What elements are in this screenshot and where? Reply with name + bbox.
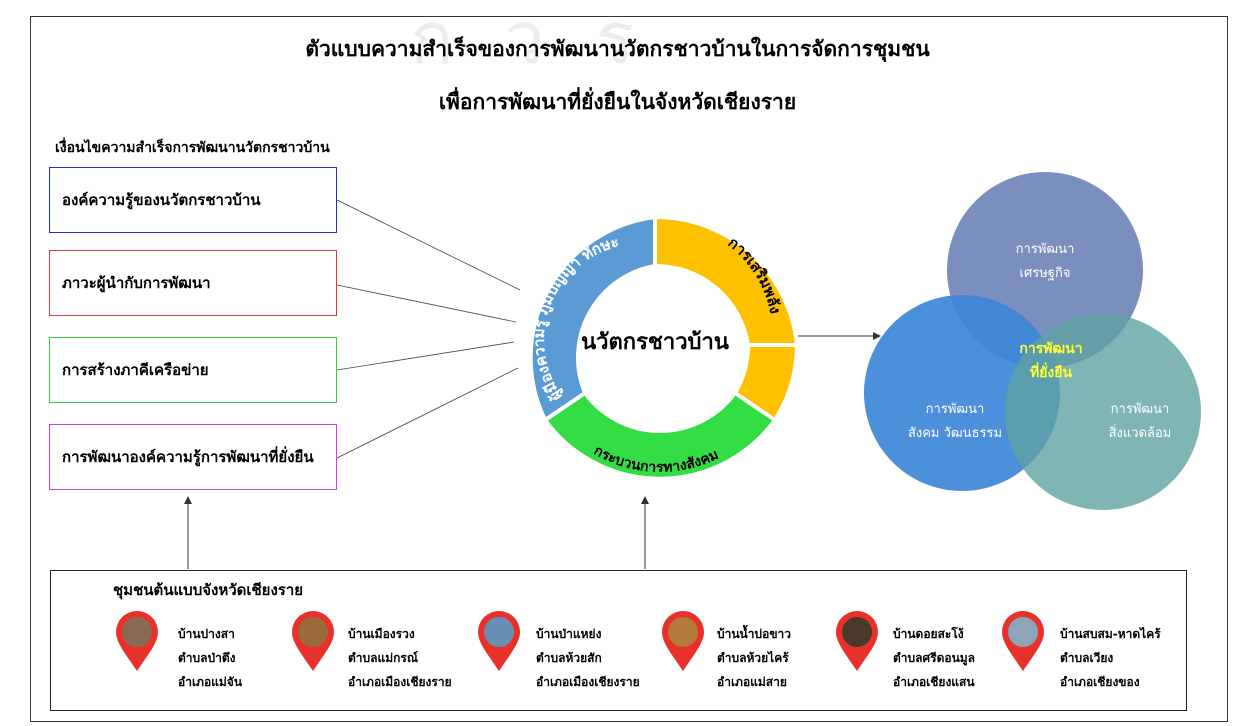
ring-segment-social-process [542,343,800,481]
connector-knowledge [336,199,521,291]
communities-box [50,570,1187,711]
ring-segment-knowledge-holders [528,214,657,423]
connector-sustainable [336,367,519,459]
community-pangsa: บ้านปางสา ตำบลป่าตึง อำเภอแม่จัน [178,627,243,689]
diagram-title-line-1: ตัวแบบความสำเร็จของการพัฒนานวัตกรชาวบ้าน… [305,37,930,61]
connector-network [336,341,515,371]
ring-segment-empowerment [653,214,800,347]
location-pin-icon [116,611,158,671]
location-pin-icon [292,611,334,671]
ring-segment-empowerment-lower [732,343,800,423]
ring-center-label: นวัตกรชาวบ้าน [581,330,729,355]
community-doi-sa-ngo: บ้านดอยสะโง้ ตำบลศรีดอนมูล อำเภอเชียงแสน [893,627,976,689]
venn-circle-environment [1005,314,1201,510]
community-mueang-ruang: บ้านเมืองรวง ตำบลแม่กรณ์ อำเภอเมืองเชียง… [348,627,452,689]
location-pin-icon [478,611,520,671]
community-sop-som-hat-khrai: บ้านสบสม-หาดไคร้ ตำบลเวียง อำเภอเชียงของ [1060,627,1161,689]
venn-label-environment: การพัฒนาสิ่งแวดล้อม [1108,402,1172,441]
venn-label-social: การพัฒนาสังคม วัฒนธรรม [907,402,1003,441]
diagram-frame [30,16,1228,722]
condition-box-leadership: ภาวะผู้นำกับการพัฒนา [49,250,337,316]
location-pin-icon [836,611,878,671]
community-nam-bo-khao: บ้านน้ำบ่อขาว ตำบลห้วยไคร้ อำเภอแม่สาย [717,627,792,689]
conditions-heading: เงื่อนไขความสำเร็จการพัฒนานวัตกรชาวบ้าน [55,140,330,156]
connector-leadership [336,284,517,323]
diagram-title-line-2: เพื่อการพัฒนาที่ยั่งยืนในจังหวัดเชียงราย [438,90,797,114]
condition-box-sustainable-knowledge: การพัฒนาองค์ความรู้การพัฒนาที่ยั่งยืน [49,424,337,490]
community-pa-yaeng: บ้านป่าแหย่ง ตำบลห้วยสัก อำเภอเมืองเชียง… [536,627,640,689]
location-pin-icon [662,611,704,671]
location-pin-icon [1002,611,1044,671]
communities-heading: ชุมชนต้นแบบจังหวัดเชียงราย [113,581,304,599]
condition-box-network: การสร้างภาคีเครือข่าย [49,337,337,403]
watermark: ก ว ร [410,0,649,80]
venn-label-economic: การพัฒนาเศรษฐกิจ [1015,242,1075,281]
condition-box-knowledge: องค์ความรู้ของนวัตกรชาวบ้าน [49,167,337,233]
venn-label-sustainable: การพัฒนาที่ยั่งยืน [1019,341,1083,381]
